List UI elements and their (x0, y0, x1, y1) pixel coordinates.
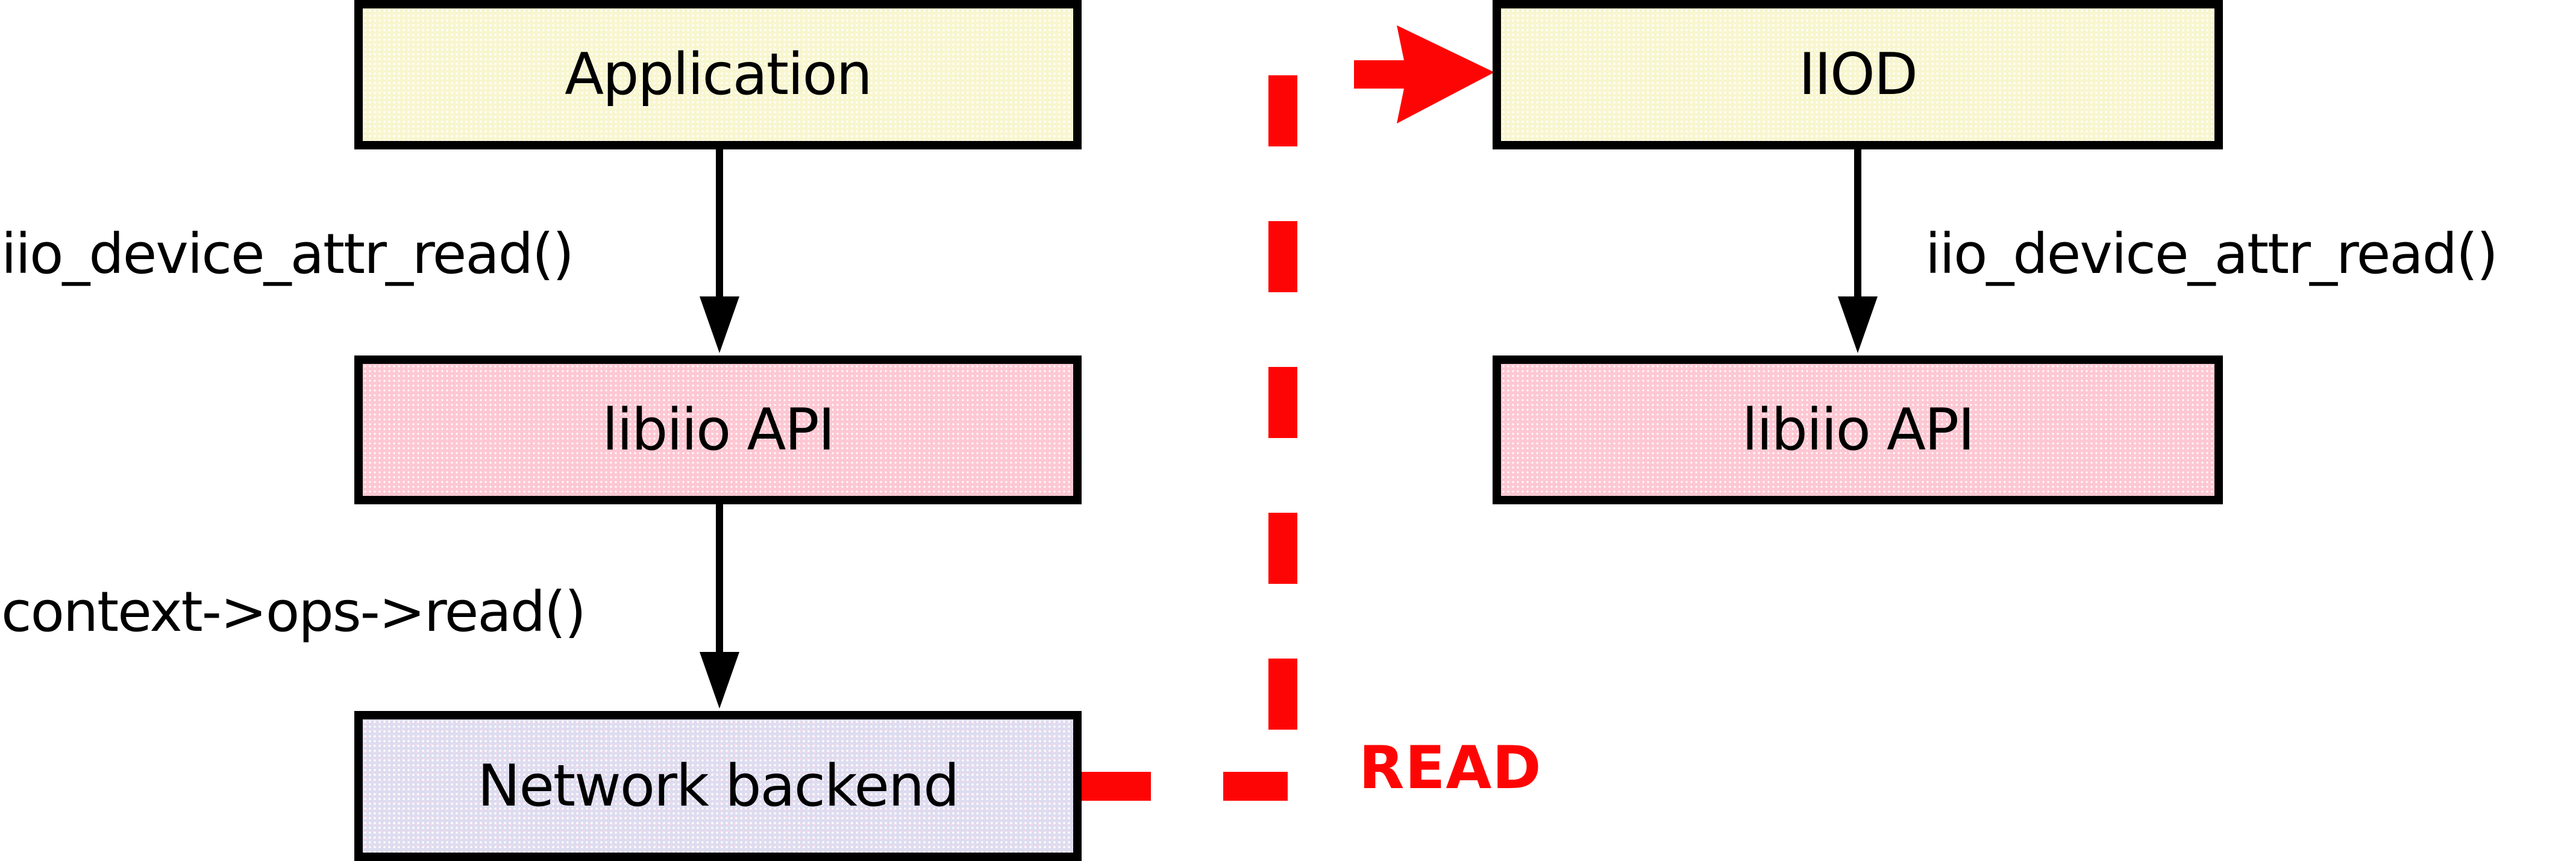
libiio-api-left-box-label: libiio API (602, 396, 835, 463)
iiod-box: IIOD (1493, 0, 2223, 149)
red-arrow-icon (1354, 25, 1494, 124)
left-call-label: iio_device_attr_read() (1, 222, 574, 286)
arrow-application-to-libiio-icon (700, 149, 739, 353)
network-backend-box-label: Network backend (477, 753, 959, 819)
read-label: READ (1359, 734, 1542, 803)
libiio-api-right-box-label: libiio API (1741, 396, 1975, 463)
application-box-label: Application (565, 42, 873, 108)
left-ops-label: context->ops->read() (1, 580, 586, 644)
iiod-box-label: IIOD (1799, 42, 1918, 108)
libiio-api-right-box: libiio API (1493, 355, 2223, 504)
application-box: Application (354, 0, 1082, 149)
arrow-iiod-to-libiio-icon (1838, 149, 1878, 353)
arrow-libiio-to-network-backend-icon (700, 504, 739, 709)
right-call-label: iio_device_attr_read() (1925, 222, 2498, 286)
libiio-api-left-box: libiio API (354, 355, 1082, 504)
network-backend-box: Network backend (354, 711, 1082, 861)
